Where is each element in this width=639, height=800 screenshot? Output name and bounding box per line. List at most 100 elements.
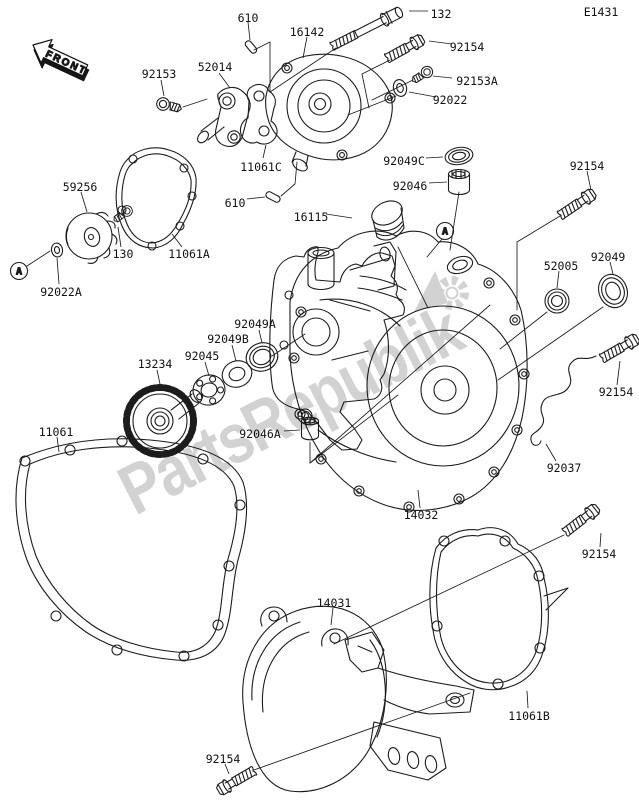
leader-line	[246, 196, 266, 200]
watermark-text: PartsRepublik	[106, 290, 474, 529]
leader-line	[56, 436, 60, 453]
leader-line	[156, 369, 161, 385]
bolt-92154-right-mid	[597, 331, 639, 366]
leader-line	[204, 361, 210, 377]
oil-seal-92049C	[444, 146, 474, 166]
part-label-14032: 14032	[404, 508, 439, 522]
leader-line	[247, 21, 251, 41]
leader-line	[218, 72, 231, 89]
part-label-92154: 92154	[450, 40, 485, 54]
dowel-pin-610-top	[244, 40, 258, 54]
part-label-92049A: 92049A	[234, 317, 276, 331]
part-label-92049: 92049	[591, 250, 626, 264]
oil-seal-52005	[544, 288, 570, 314]
leader-line	[556, 270, 560, 289]
leader-line	[526, 690, 529, 709]
part-label-92154: 92154	[582, 547, 617, 561]
dowel-pin-610-mid	[265, 191, 281, 203]
svg-text:A: A	[442, 227, 448, 238]
part-label-16142: 16142	[290, 25, 325, 39]
part-label-16115: 16115	[294, 210, 329, 224]
leader-line	[171, 233, 183, 248]
bolt-132	[327, 4, 406, 54]
callout-marker-a-left: A	[9, 261, 29, 281]
watermark-gear-icon	[414, 271, 469, 312]
leader-line	[609, 261, 614, 275]
part-label-92153A: 92153A	[456, 74, 498, 88]
leader-line	[160, 79, 165, 97]
gasket-11061C	[239, 83, 278, 145]
bushing-92046A	[300, 416, 320, 441]
bolt-92154-bottom	[214, 763, 259, 798]
part-label-92045: 92045	[185, 349, 220, 363]
clutch-cover-gasket-11061	[15, 435, 248, 662]
clutch-cover-14032	[288, 230, 530, 513]
generator-cover-14031	[242, 605, 475, 793]
part-label-92022A: 92022A	[40, 285, 82, 299]
oil-seal-92049A	[245, 342, 279, 372]
leader-line	[325, 213, 353, 219]
diagram-code: E1431	[584, 5, 619, 19]
leader-line	[417, 489, 421, 509]
part-label-92154: 92154	[599, 385, 634, 399]
leader-line	[258, 329, 263, 344]
oil-passage-plate-52014	[197, 86, 251, 147]
leader-line	[586, 170, 592, 191]
leader-line	[117, 226, 122, 248]
screw-92153A	[408, 63, 436, 87]
water-pump-impeller-59256	[65, 211, 118, 264]
part-label-92154: 92154	[206, 752, 241, 766]
leader-line	[231, 344, 237, 362]
oil-seal-92049B	[221, 360, 253, 388]
leader-line	[425, 156, 444, 159]
front-direction-arrow: FRONT	[32, 38, 90, 82]
leader-line	[302, 36, 308, 59]
leader-line	[428, 181, 448, 184]
part-label-92037: 92037	[547, 461, 582, 475]
oil-filler-cap-16115	[371, 200, 405, 241]
part-label-610: 610	[225, 196, 246, 210]
callout-layer: 610 16142 132 92154 92153A 92022 92153 52014 110…	[39, 7, 634, 775]
part-label-13234: 13234	[138, 357, 173, 371]
leader-line	[408, 91, 437, 98]
bolt-92154-right-low	[559, 501, 603, 539]
part-label-11061C: 11061C	[240, 160, 282, 174]
bushing-92046	[447, 168, 471, 196]
leader-line	[56, 257, 60, 285]
part-label-92049B: 92049B	[207, 332, 249, 346]
leader-line	[224, 763, 230, 775]
part-label-132: 132	[431, 7, 452, 21]
part-label-92022: 92022	[433, 93, 468, 107]
leader-line	[262, 144, 267, 159]
assembly-lines	[26, 41, 604, 771]
leader-line	[432, 75, 453, 79]
part-label-59256: 59256	[63, 180, 98, 194]
part-label-52014: 52014	[198, 60, 233, 74]
part-label-11061: 11061	[39, 425, 74, 439]
part-label-610: 610	[238, 11, 259, 25]
water-pump-gasket-11061A	[115, 147, 197, 251]
generator-cover-gasket-11061B	[429, 527, 569, 691]
callout-marker-a-right: A	[435, 221, 455, 241]
oil-seal-92049	[597, 273, 629, 309]
washer-92022A	[50, 242, 64, 258]
part-label-14031: 14031	[317, 596, 352, 610]
leader-line	[283, 429, 301, 432]
leader-line	[616, 360, 621, 386]
svg-text:A: A	[16, 267, 22, 278]
part-label-11061A: 11061A	[168, 247, 210, 261]
leader-line	[428, 40, 453, 45]
part-label-11061B: 11061B	[508, 709, 550, 723]
leader-line	[80, 191, 88, 213]
leader-line	[545, 443, 557, 462]
pump-gear-13234	[123, 384, 203, 458]
part-label-92049C: 92049C	[383, 154, 425, 168]
ball-bearing-92045	[192, 374, 226, 406]
part-label-92154: 92154	[570, 159, 605, 173]
part-label-92153: 92153	[142, 67, 177, 81]
water-pump-cover-16142	[265, 53, 396, 172]
part-label-52005: 52005	[544, 259, 579, 273]
screw-92153	[154, 95, 184, 116]
